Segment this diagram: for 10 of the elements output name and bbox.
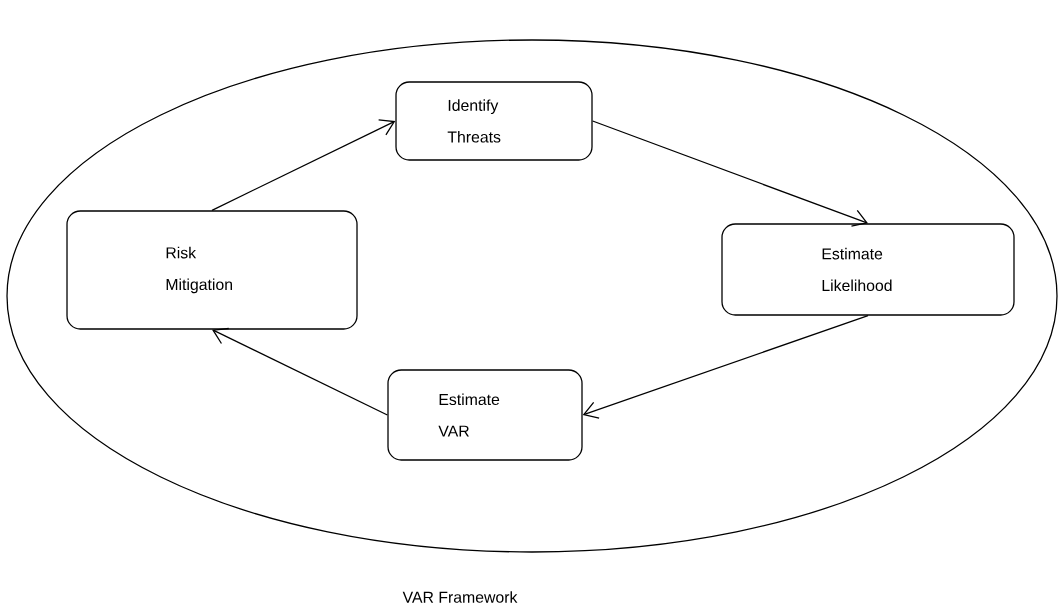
caption: VAR Framework [402, 591, 518, 603]
arrow [212, 327, 388, 416]
arrow [582, 315, 869, 419]
process-box: Identify Threats [395, 81, 593, 161]
arrow [211, 119, 396, 211]
arrow [592, 120, 868, 227]
process-box: Risk Mitigation [66, 210, 358, 330]
ellipse-shape [6, 39, 1058, 553]
process-box: Estimate Likelihood [721, 223, 1015, 316]
process-box: Estimate VAR [387, 369, 583, 461]
